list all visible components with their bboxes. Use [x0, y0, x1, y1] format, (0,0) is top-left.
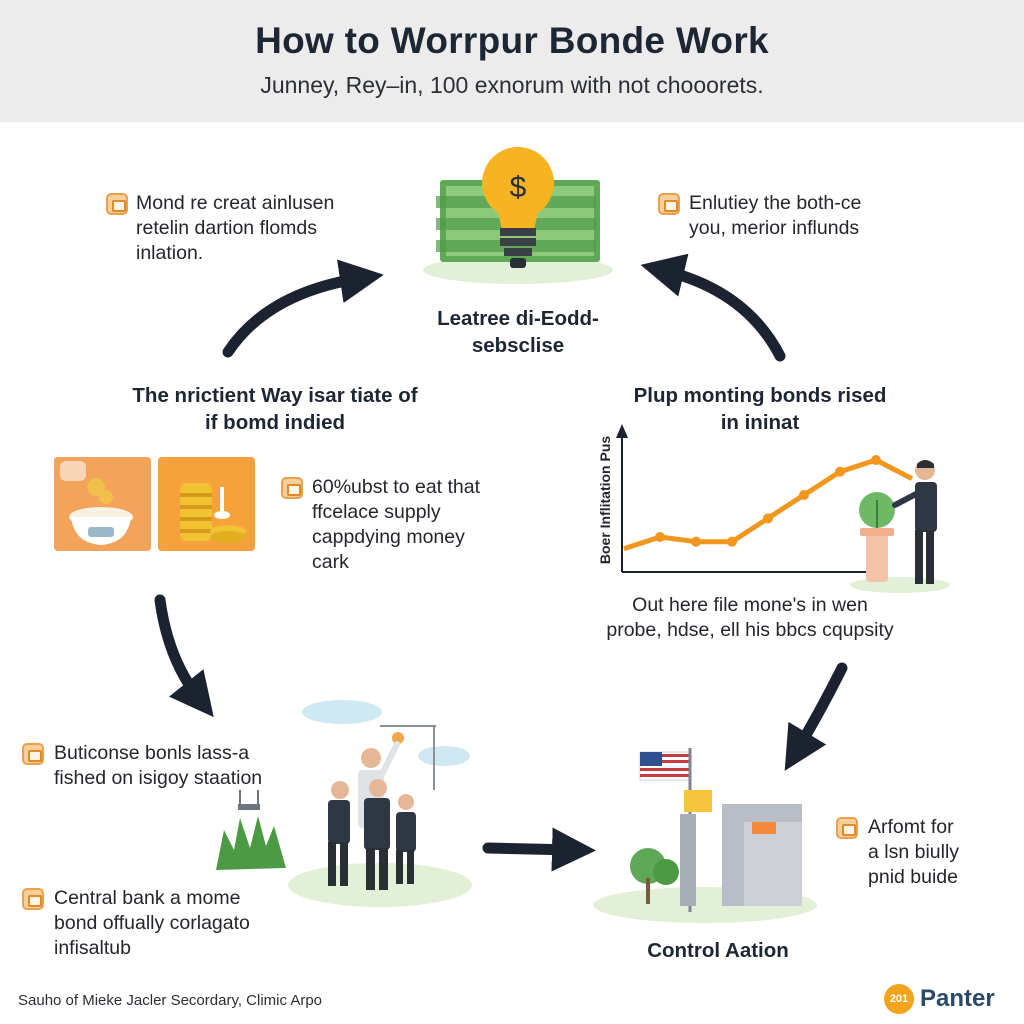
right-section-heading: Plup monting bonds rised in ininat [633, 384, 887, 434]
source-credit: Sauho of Mieke Jacler Secordary, Climic … [18, 992, 323, 1009]
team-lifting-illustration [216, 700, 472, 907]
dollar-icon: $ [510, 171, 527, 204]
bottom-left-note-top: Buticonse bonls lass-a fished on isigoy … [54, 742, 263, 789]
top-left-note: Mond re creat ainlusen retelin dartion f… [136, 192, 335, 264]
chart-point [727, 536, 737, 547]
document-icon [658, 193, 680, 215]
line-chart [616, 424, 914, 578]
chart-point [655, 532, 665, 542]
arrow-right-up [640, 253, 786, 362]
header-band [0, 0, 1024, 122]
arrow-left-up [222, 259, 384, 358]
control-action-caption: Control Aation [647, 939, 789, 962]
chart-point [871, 455, 881, 465]
left-section-heading: The nrictient Way isar tiate of if bomd … [132, 384, 418, 434]
chart-point [691, 536, 701, 547]
arrow-right-down [784, 662, 848, 771]
arrow-bottom-right [482, 827, 596, 872]
document-icon [106, 193, 128, 215]
left-section-note: 60%ubst to eat that ffcelace supply capp… [312, 476, 481, 573]
document-icon [22, 743, 44, 765]
government-building-illustration [593, 748, 817, 923]
brand-badge-icon: 201 [884, 984, 914, 1014]
page-title: How to Worrpur Bonde Work [255, 20, 769, 61]
gold-coins-image [158, 457, 255, 551]
page-subtitle: Junney, Rey–in, 100 exnorum with not cho… [260, 72, 764, 98]
brand-logo: 201 Panter [884, 982, 995, 1016]
chart-point [799, 490, 809, 500]
bottom-right-note: Arfomt for a lsn biully pnid buide [868, 816, 960, 888]
person-with-plant-illustration [850, 460, 950, 593]
bottom-left-note-bottom: Central bank a mome bond offually corlag… [54, 887, 250, 959]
document-icon [836, 817, 858, 839]
top-right-note: Enlutiey the both-ce you, merior inflund… [689, 192, 862, 239]
center-caption: Leatree di-Eodd- sebsclise [437, 307, 599, 357]
brand-name: Panter [920, 985, 995, 1012]
right-section-caption: Out here file mone's in wen probe, hdse,… [606, 594, 894, 641]
chart-y-axis-label: Boer Inflitation Pus [597, 435, 613, 565]
chart-point [835, 466, 845, 477]
document-icon [22, 888, 44, 910]
money-bulb-illustration [423, 147, 613, 284]
arrow-left-down [154, 594, 214, 718]
document-icon [281, 477, 303, 499]
food-bowl-image [54, 457, 151, 551]
chart-point [763, 513, 773, 524]
